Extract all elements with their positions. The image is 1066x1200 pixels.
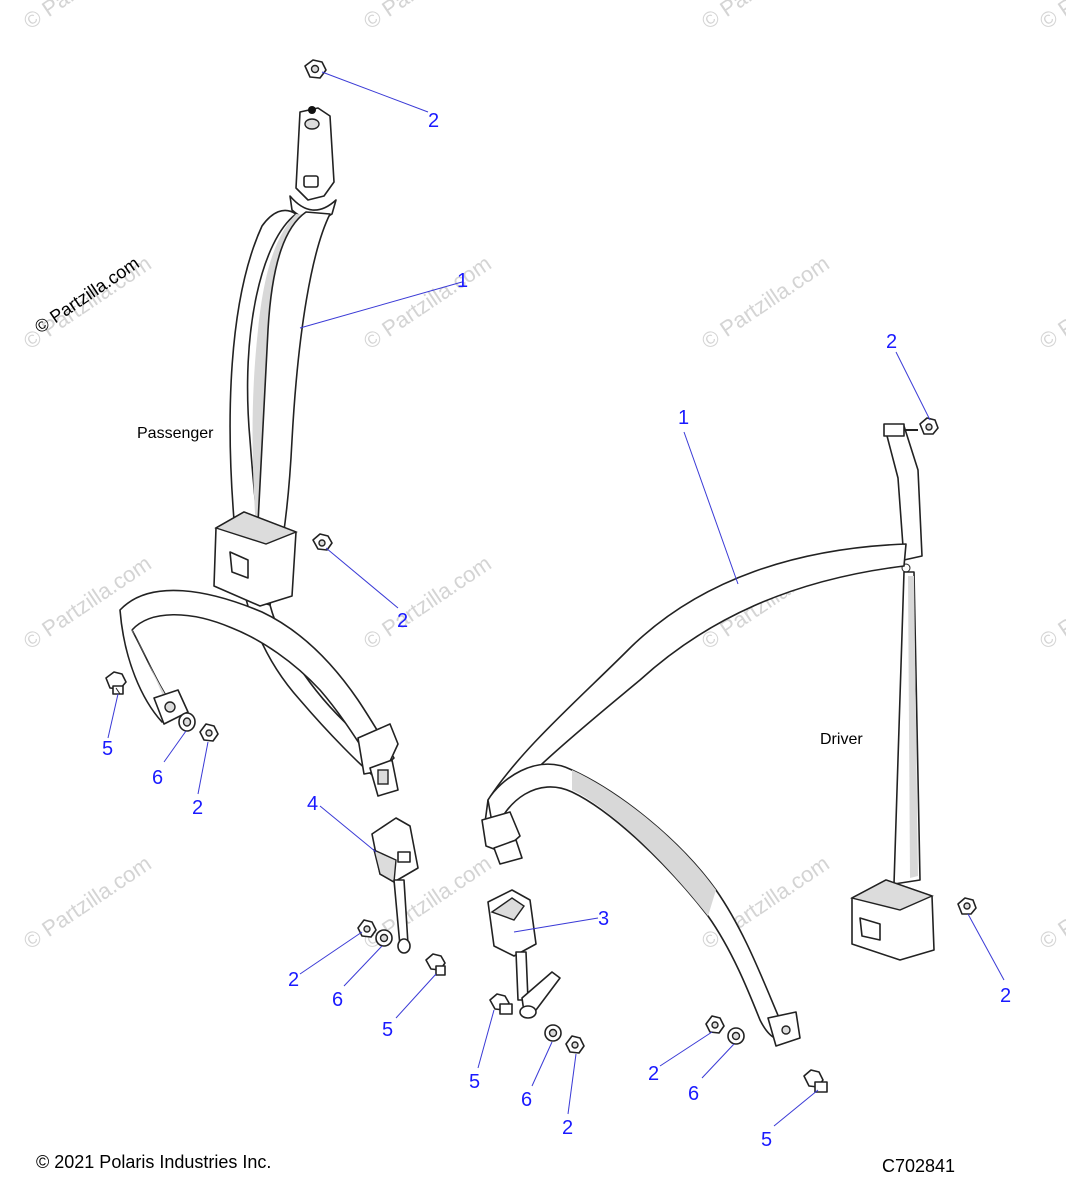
driver-label: Driver bbox=[820, 731, 863, 748]
copyright-text: © 2021 Polaris Industries Inc. bbox=[36, 1152, 271, 1172]
buckle-3-nut bbox=[565, 1035, 585, 1054]
callout-d-nut: 2 bbox=[648, 1063, 659, 1085]
buckle-4-assembly bbox=[371, 817, 419, 954]
passenger-seat-belt-assembly bbox=[105, 59, 399, 797]
passenger-retractor bbox=[213, 511, 298, 607]
callout-layer: 2 1 2 5 6 2 4 2 6 5 3 5 6 2 1 2 2 2 6 5 bbox=[102, 71, 1011, 1151]
watermark-text: © Partzilla.com bbox=[1035, 851, 1066, 955]
leader-line-d-bolt bbox=[773, 1089, 819, 1127]
driver-retractor-nut bbox=[957, 897, 977, 915]
callout-p-nut: 2 bbox=[192, 797, 203, 819]
callout-b4-bolt: 5 bbox=[382, 1019, 393, 1041]
leader-line-p-belt bbox=[299, 281, 463, 329]
passenger-nut bbox=[199, 723, 219, 742]
passenger-belt bbox=[229, 209, 393, 781]
passenger-bolt bbox=[105, 671, 127, 695]
callout-d-bolt: 5 bbox=[761, 1129, 772, 1151]
callout-buckle-3: 3 bbox=[598, 908, 609, 930]
leader-line-b4-washer bbox=[343, 945, 383, 987]
buckle-4-bolt bbox=[425, 953, 446, 976]
leader-line-p-washer bbox=[163, 730, 187, 763]
leader-line-b4-bolt bbox=[395, 973, 437, 1019]
callout-d-retractor-nut: 2 bbox=[1000, 985, 1011, 1007]
buckle-3-washer bbox=[544, 1024, 562, 1042]
leader-line-buckle-4 bbox=[319, 805, 377, 853]
passenger-washer bbox=[178, 712, 196, 732]
leader-line-p-bolt bbox=[107, 693, 119, 739]
driver-nut bbox=[705, 1015, 725, 1034]
buckle-4-nut bbox=[357, 919, 377, 938]
watermark-text: © Partzilla.com bbox=[697, 0, 834, 34]
watermark-text: © Partzilla.com bbox=[1035, 0, 1066, 34]
leader-line-b3-nut bbox=[567, 1053, 577, 1115]
callout-d-washer: 6 bbox=[688, 1083, 699, 1105]
leader-line-p-mid-nut bbox=[325, 547, 399, 609]
callout-b4-washer: 6 bbox=[332, 989, 343, 1011]
callout-p-mid-nut: 2 bbox=[397, 610, 408, 632]
leader-line-buckle-3 bbox=[513, 917, 599, 933]
leader-line-d-nut bbox=[659, 1031, 713, 1067]
driver-bolt bbox=[803, 1069, 828, 1093]
watermark-text: © Partzilla.com bbox=[697, 251, 834, 355]
callout-b4-nut: 2 bbox=[288, 969, 299, 991]
leader-line-p-nut bbox=[197, 741, 209, 795]
watermark-text: © Partzilla.com bbox=[1035, 251, 1066, 355]
driver-tongue bbox=[481, 811, 523, 865]
callout-d-belt: 1 bbox=[678, 407, 689, 429]
watermark-text: © Partzilla.com bbox=[359, 251, 496, 355]
callout-p-bolt: 5 bbox=[102, 738, 113, 760]
diagram-code: C702841 bbox=[882, 1156, 955, 1176]
callout-b3-washer: 6 bbox=[521, 1089, 532, 1111]
callout-d-top-nut: 2 bbox=[886, 331, 897, 353]
watermark-text: © Partzilla.com bbox=[1035, 551, 1066, 655]
leader-line-d-retractor-nut bbox=[967, 913, 1005, 981]
callout-b3-bolt: 5 bbox=[469, 1071, 480, 1093]
watermark-text: © Partzilla.com bbox=[359, 0, 496, 34]
driver-upper-anchor bbox=[883, 423, 923, 573]
driver-washer bbox=[727, 1027, 745, 1045]
passenger-top-nut bbox=[304, 59, 327, 79]
driver-top-nut bbox=[919, 417, 939, 435]
driver-belt bbox=[483, 543, 907, 1047]
passenger-mid-nut bbox=[312, 533, 333, 551]
passenger-upper-anchor bbox=[289, 106, 337, 221]
buckle-3-assembly bbox=[487, 889, 561, 1019]
driver-vertical-webbing bbox=[893, 571, 921, 885]
watermark-text: © Partzilla.com bbox=[359, 551, 496, 655]
leader-line-p-top-nut bbox=[321, 71, 429, 113]
partzilla-stamp: © Partzilla.com bbox=[31, 253, 143, 337]
callout-p-top-nut: 2 bbox=[428, 110, 439, 132]
leader-line-d-washer bbox=[701, 1043, 735, 1079]
leader-line-d-top-nut bbox=[895, 351, 931, 421]
callout-b3-nut: 2 bbox=[562, 1117, 573, 1139]
watermark-text: © Partzilla.com bbox=[19, 851, 156, 955]
passenger-label: Passenger bbox=[137, 425, 214, 442]
buckle-3-bolt bbox=[489, 993, 513, 1015]
leader-line-b3-bolt bbox=[477, 1009, 495, 1069]
leader-line-b3-washer bbox=[531, 1041, 553, 1087]
leader-line-d-belt bbox=[683, 431, 739, 585]
driver-seat-belt-assembly bbox=[481, 417, 977, 1093]
callout-p-washer: 6 bbox=[152, 767, 163, 789]
leader-line-b4-nut bbox=[299, 931, 363, 975]
watermark-text: © Partzilla.com bbox=[19, 0, 156, 34]
buckle-4-washer bbox=[375, 929, 393, 947]
callout-buckle-4: 4 bbox=[307, 793, 318, 815]
driver-retractor bbox=[850, 879, 935, 961]
callout-p-belt: 1 bbox=[457, 270, 468, 292]
passenger-tongue bbox=[357, 723, 399, 797]
